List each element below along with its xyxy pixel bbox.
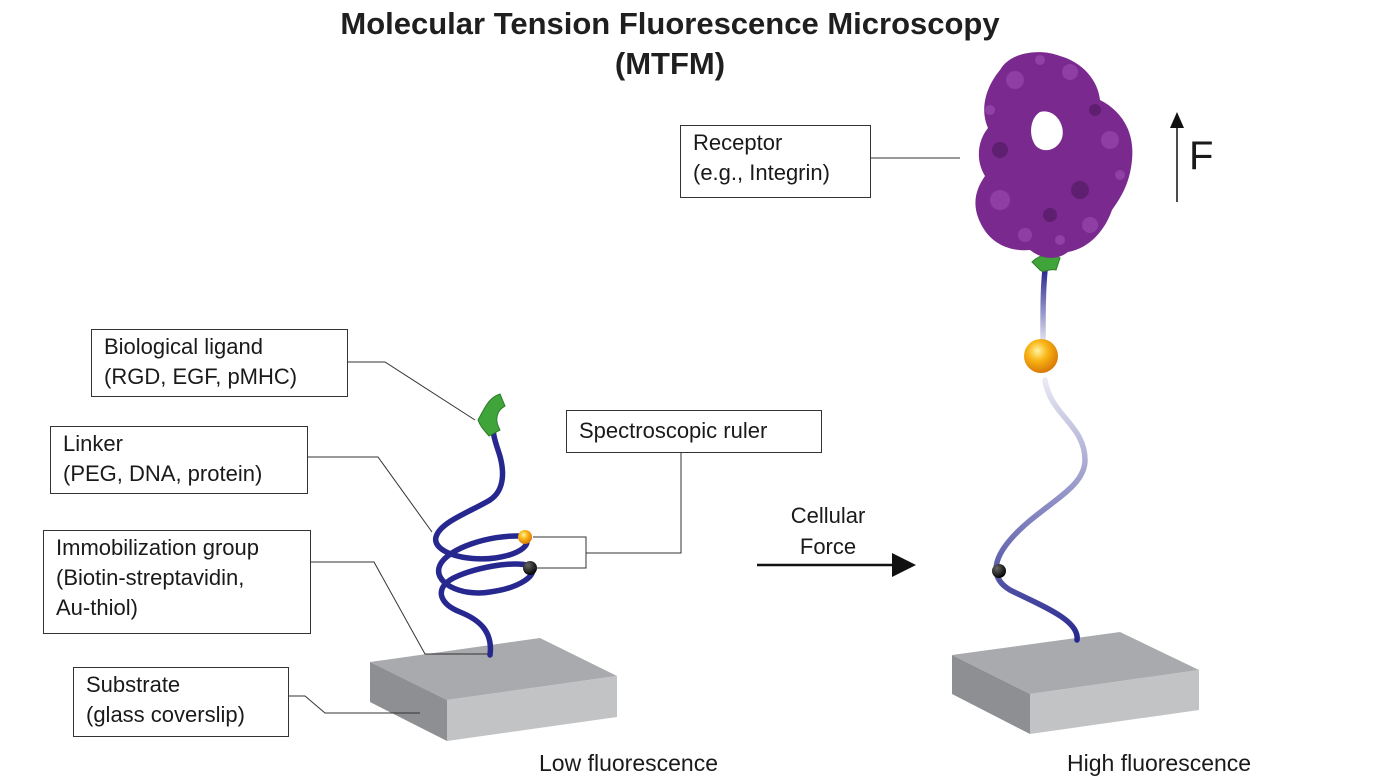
left-linker	[433, 421, 536, 658]
substrate-label-line2: (glass coverslip)	[86, 702, 245, 727]
diagram-title: Molecular Tension Fluorescence Microscop…	[340, 6, 1000, 41]
ruler-leader	[586, 453, 682, 554]
immobilization-leader	[311, 561, 488, 655]
ligand-leader	[348, 361, 476, 421]
left-substrate	[370, 638, 617, 741]
cellular-force-arrow	[757, 553, 916, 577]
caption-high-fluorescence: High fluorescence	[1067, 750, 1252, 776]
label-spectroscopic-ruler: Spectroscopic ruler	[566, 410, 822, 453]
left-quencher	[523, 561, 537, 575]
receptor-label-line1: Receptor	[693, 130, 783, 155]
receptor-label-line2: (e.g., Integrin)	[693, 160, 830, 185]
left-fluorophore	[518, 530, 532, 544]
force-vector-arrow	[1170, 112, 1184, 202]
leader-lines	[289, 157, 960, 714]
right-quencher	[992, 564, 1006, 578]
ruler-label: Spectroscopic ruler	[579, 418, 768, 443]
label-immobilization-group: Immobilization group (Biotin-streptavidi…	[43, 530, 311, 634]
label-linker: Linker (PEG, DNA, protein)	[50, 426, 308, 494]
cellular-force-label: Cellular Force	[768, 500, 888, 562]
ruler-bracket	[533, 536, 587, 569]
substrate-leader	[289, 695, 420, 714]
ligand-label-line2: (RGD, EGF, pMHC)	[104, 364, 298, 389]
immobilization-label-line2: (Biotin-streptavidin,	[56, 565, 245, 590]
left-substrate-front	[370, 662, 447, 741]
label-receptor: Receptor (e.g., Integrin)	[680, 125, 871, 198]
substrate-label-line1: Substrate	[86, 672, 181, 697]
linker-label-line2: (PEG, DNA, protein)	[63, 461, 263, 486]
force-symbol: F	[1189, 134, 1214, 178]
right-linker	[993, 267, 1088, 643]
left-ligand	[477, 393, 506, 437]
left-substrate-side	[447, 676, 617, 741]
right-substrate	[952, 632, 1199, 734]
immobilization-label-line3: Au-thiol)	[56, 595, 138, 620]
ligand-label-line1: Biological ligand	[104, 334, 263, 359]
immobilization-label-line1: Immobilization group	[56, 535, 259, 560]
linker-label-line1: Linker	[63, 431, 123, 456]
label-substrate: Substrate (glass coverslip)	[73, 667, 289, 737]
diagram-subtitle: (MTFM)	[614, 46, 726, 81]
receptor-protein	[975, 52, 1133, 258]
cellular-force-line1: Cellular	[790, 503, 866, 528]
caption-low-fluorescence: Low fluorescence	[539, 750, 718, 776]
label-biological-ligand: Biological ligand (RGD, EGF, pMHC)	[91, 329, 348, 397]
linker-leader	[308, 456, 433, 533]
right-fluorophore	[1024, 339, 1058, 373]
cellular-force-line2: Force	[799, 534, 857, 559]
